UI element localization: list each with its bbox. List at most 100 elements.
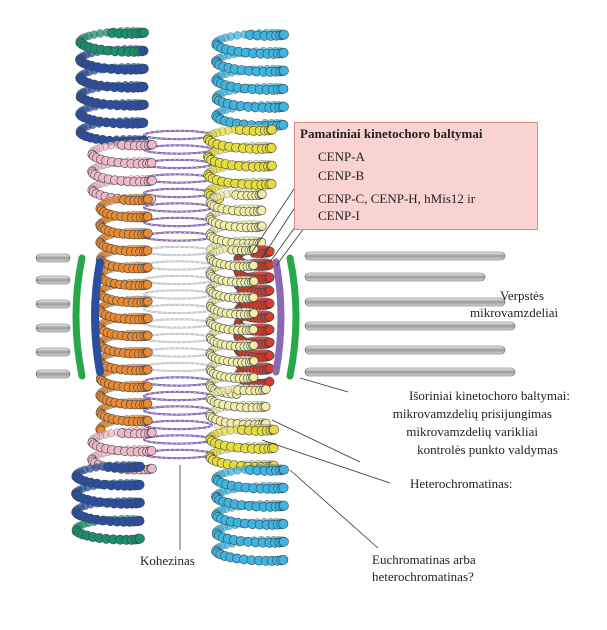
spindle-label-line1: Verpstės (499, 288, 545, 303)
microtubule (304, 297, 506, 307)
nucleosome-bead (265, 377, 275, 387)
nucleosome-bead (265, 246, 275, 256)
nucleosome-bead (266, 178, 277, 189)
right-chromatid (203, 28, 289, 566)
core-proteins-title: Pamatiniai kinetochoro baltymai (300, 126, 483, 141)
nucleosome-bead (143, 296, 153, 307)
nucleosome-bead (249, 356, 259, 366)
microtubule (304, 367, 516, 377)
microtubule (304, 321, 516, 331)
microtubule (35, 253, 71, 263)
nucleosome-bead (265, 312, 275, 322)
nucleosome-bead (146, 158, 157, 168)
heterochromatin-label: Heterochromatinas: (410, 476, 513, 491)
nucleosome-bead (249, 260, 259, 270)
nucleosome-bead (142, 246, 153, 256)
nucleosome-bead (143, 211, 153, 222)
nucleosome-bead (138, 63, 149, 74)
microtubule (35, 369, 71, 379)
nucleosome-bead (143, 381, 153, 392)
nucleosome-bead (265, 298, 275, 309)
leader-line (289, 469, 379, 549)
kinetochore-plates (72, 254, 300, 380)
nucleosome-bead (134, 479, 145, 490)
nucleosome-bead (279, 464, 289, 475)
nucleosome-bead (278, 101, 289, 112)
spindle-microtubules-left (35, 253, 71, 379)
inner-kinetochore-right (272, 258, 285, 376)
nucleosome-bead (143, 364, 153, 375)
nucleosome-bead (249, 372, 259, 382)
microtubule (35, 275, 71, 285)
cenp-a-label: CENP-A (318, 149, 365, 164)
nucleosome-bead (143, 330, 153, 341)
nucleosome-bead (146, 446, 157, 456)
nucleosome-bead (261, 384, 271, 394)
nucleosome-bead (278, 536, 289, 547)
nucleosome-bead (143, 347, 153, 357)
nucleosome-bead (147, 175, 157, 186)
nucleosome-bead (279, 29, 289, 40)
nucleosome-bead (138, 118, 149, 128)
nucleosome-bead (265, 272, 275, 283)
nucleosome-bead (269, 424, 279, 435)
nucleosome-bead (142, 280, 153, 290)
nucleosome-bead (147, 139, 157, 150)
nucleosome-bead (278, 84, 289, 94)
nucleosome-bead (134, 533, 145, 544)
nucleosome-bead (249, 308, 259, 318)
spindle-label-line2: mikrovamzdeliai (470, 305, 559, 320)
nucleosome-bead (278, 65, 289, 76)
nucleosome-bead (143, 313, 153, 323)
nucleosome-bead (278, 120, 289, 130)
nucleosome-bead (143, 194, 153, 205)
left-chromatid (71, 26, 157, 545)
nucleosome-bead (147, 427, 157, 438)
leader-line (261, 439, 391, 484)
leader-line (271, 419, 361, 463)
nucleosome-bead (138, 99, 149, 110)
nucleosome-bead (261, 402, 271, 412)
cenp-b-label: CENP-B (318, 168, 365, 183)
nucleosome-bead (267, 124, 277, 135)
nucleosome-bead (135, 461, 145, 472)
nucleosome-bead (278, 555, 289, 565)
nucleosome-bead (265, 325, 275, 335)
nucleosome-bead (268, 442, 279, 453)
nucleosome-bead (278, 519, 289, 529)
nucleosome-bead (266, 160, 277, 171)
microtubule (35, 323, 71, 333)
core-proteins-box (294, 122, 538, 230)
nucleosome-bead (249, 340, 259, 350)
outer-proteins-label-4: kontrolės punkto valdymas (417, 442, 558, 457)
microtubule (35, 299, 71, 309)
nucleosome-bead (142, 399, 153, 409)
nucleosome-bead (265, 286, 275, 296)
inner-kinetochore-left (91, 258, 104, 376)
outer-proteins-label-1: Išoriniai kinetochoro baltymai: (408, 388, 570, 403)
cohesin-ring-highlight (143, 420, 213, 430)
nucleosome-bead (278, 500, 289, 511)
nucleosome-bead (266, 142, 277, 153)
cohesin-label: Kohezinas (140, 553, 195, 568)
outer-proteins-label-2: mikrovamzdelių prisijungimas (392, 406, 552, 421)
microtubule (304, 345, 506, 355)
cenp-c-label: CENP-C, CENP-H, hMis12 ir (318, 191, 476, 206)
nucleosome-bead (134, 497, 145, 508)
nucleosome-bead (249, 276, 259, 286)
spindle-microtubules-right (304, 251, 516, 377)
nucleosome-bead (257, 221, 267, 231)
nucleosome-bead (143, 228, 153, 239)
nucleosome-bead (147, 463, 157, 474)
nucleosome-bead (278, 482, 289, 493)
nucleosome-bead (143, 415, 153, 426)
nucleosome-bead (265, 337, 275, 347)
nucleosome-bead (257, 205, 267, 215)
microtubule (304, 251, 506, 261)
microtubule (35, 347, 71, 357)
nucleosome-bead (143, 262, 153, 273)
nucleosome-bead (249, 324, 259, 334)
nucleosome-bead (257, 189, 267, 199)
microtubule (304, 272, 486, 282)
